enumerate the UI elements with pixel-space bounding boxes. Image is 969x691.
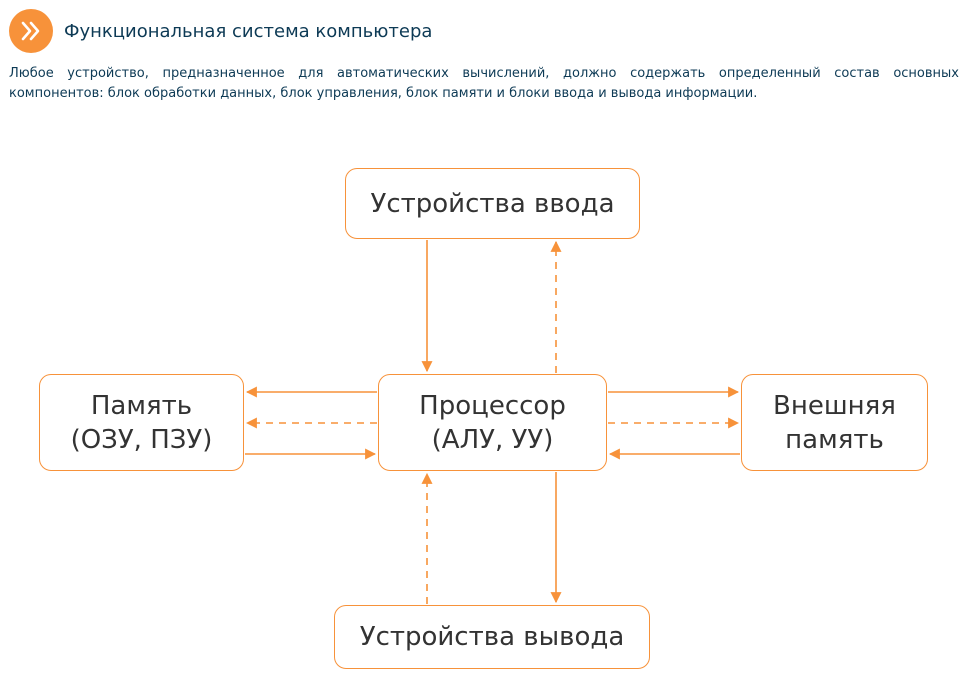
section-header: Функциональная система компьютера <box>9 9 432 53</box>
intro-paragraph: Любое устройство, предназначенное для ав… <box>9 66 959 101</box>
section-badge <box>9 9 53 53</box>
node-processor: Процессор (АЛУ, УУ) <box>378 374 607 471</box>
node-input-devices: Устройства ввода <box>345 168 640 239</box>
double-chevron-right-icon <box>21 21 40 41</box>
node-external-memory: Внешняя память <box>741 374 928 471</box>
page-title: Функциональная система компьютера <box>64 20 433 42</box>
node-memory: Память (ОЗУ, ПЗУ) <box>39 374 244 471</box>
node-output-devices: Устройства вывода <box>334 605 650 669</box>
